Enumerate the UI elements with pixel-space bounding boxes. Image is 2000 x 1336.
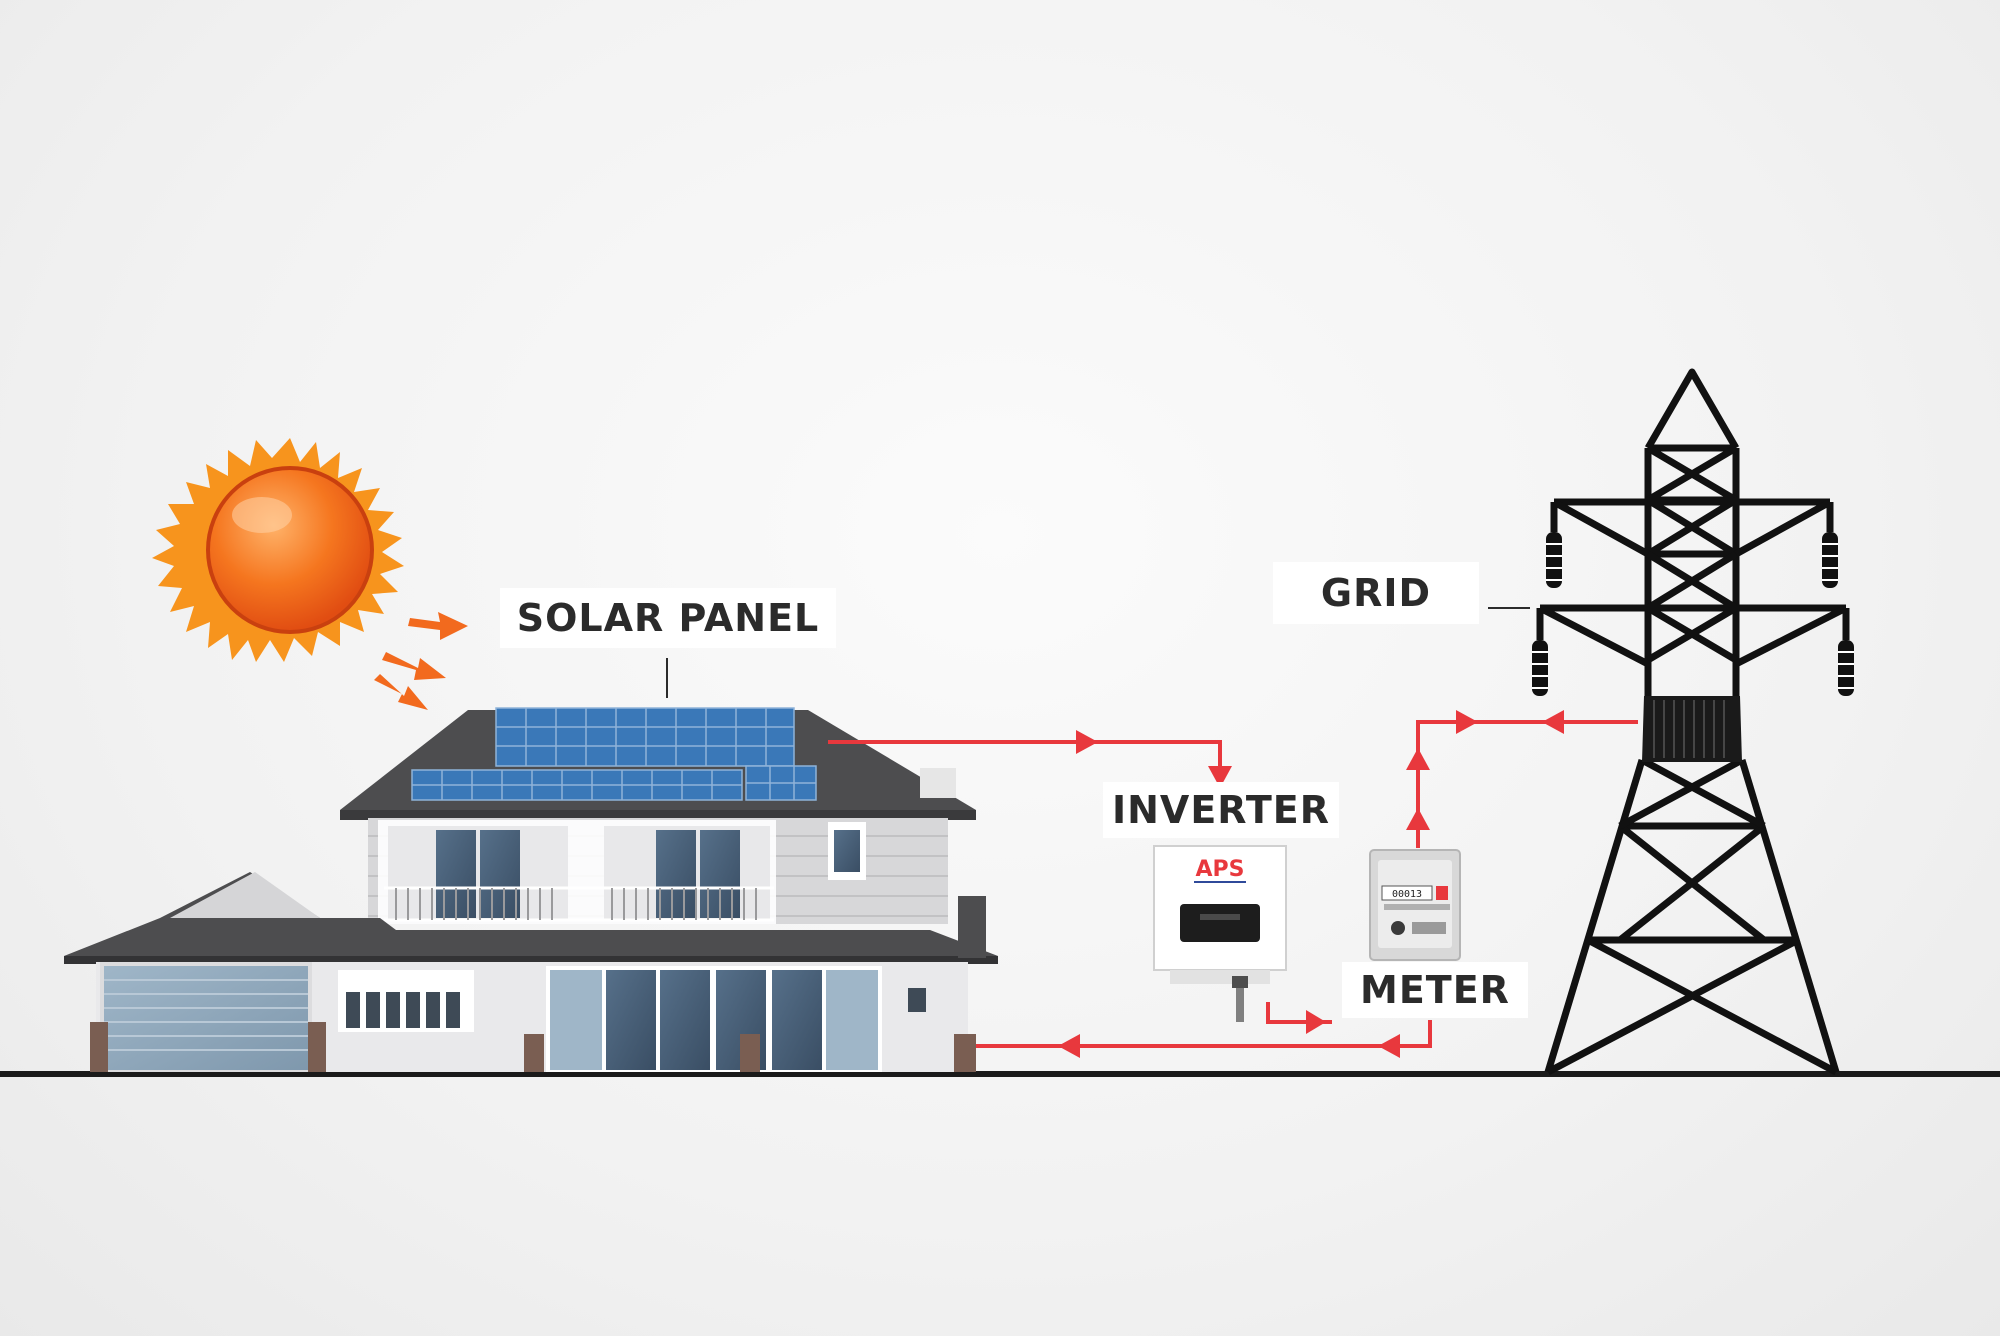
house-icon [64,710,998,1072]
sun-ray-arrows [374,612,468,710]
meter-icon: 00013 [1369,849,1461,961]
meter-reading: 00013 [1392,889,1422,900]
tower-waist-band [1642,696,1742,762]
inverter-label: INVERTER [1103,782,1339,838]
insulator-icons [1532,532,1854,696]
transmission-tower-icon [1536,368,1850,1076]
grid-label: GRID [1273,562,1479,624]
solar-panel-label: SOLAR PANEL [500,588,836,648]
sun-icon [152,438,404,662]
meter-label: METER [1342,962,1528,1018]
solar-panel-icon [411,707,817,801]
inverter-brand: APS [1196,857,1245,882]
inverter-icon: APS [1153,845,1287,1022]
power-flow-arrowheads [1058,710,1564,1058]
insulator-rings [1532,543,1854,689]
